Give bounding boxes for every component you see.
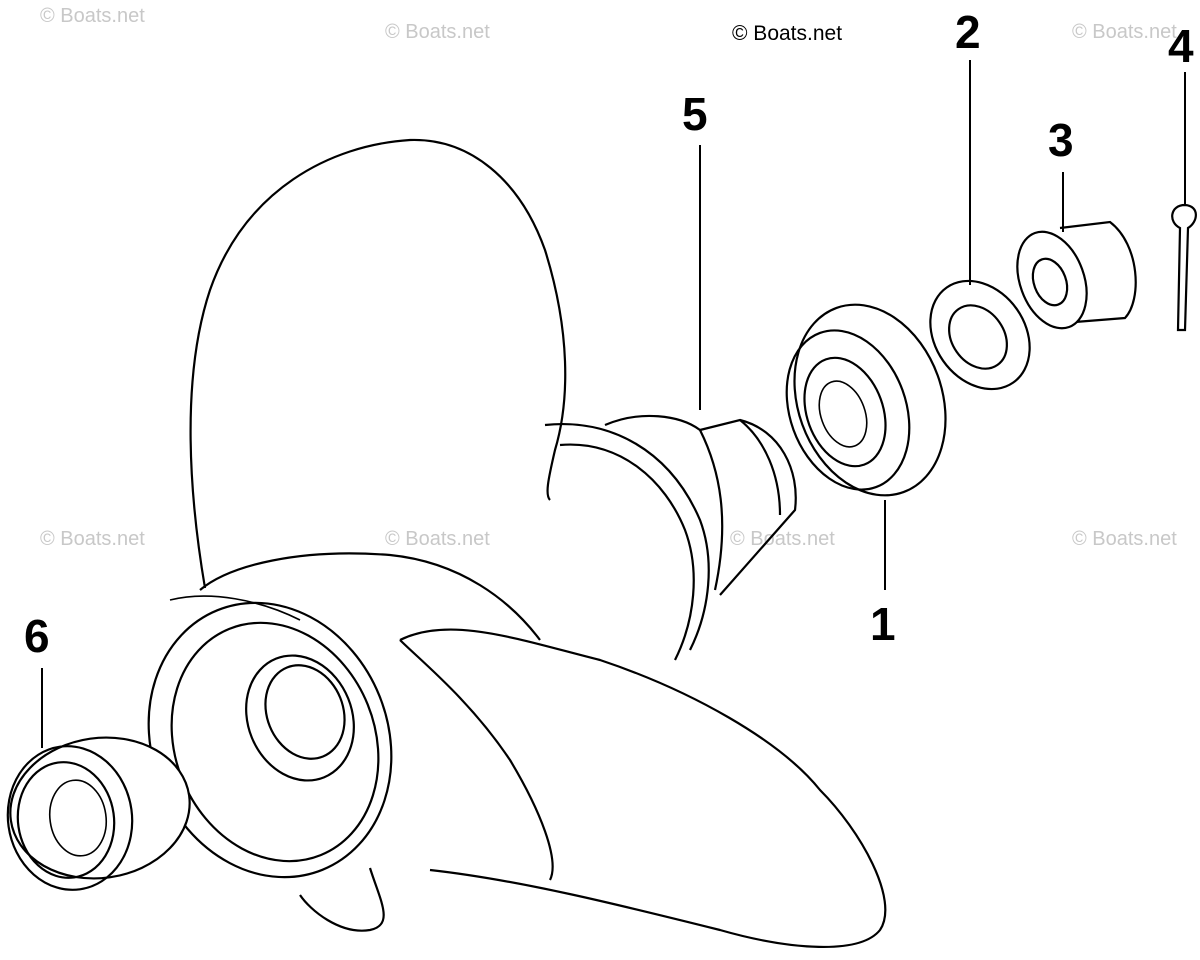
propeller-face-rim (170, 621, 380, 863)
castle-nut-bore (1031, 257, 1069, 307)
spacer-spline (48, 779, 108, 857)
propeller-hub-small-step (739, 419, 782, 516)
watermark-mid-left: © Boats.net (40, 528, 145, 550)
propeller-blade-crease (399, 639, 554, 881)
propeller-upper-blade (189, 138, 567, 589)
propeller-face-outer (147, 601, 393, 879)
callout-6: 6 (24, 610, 50, 662)
spacer-rim (16, 761, 116, 879)
thrust-hub-rim (785, 329, 911, 491)
watermark-mid-center: © Boats.net (385, 528, 490, 550)
watermark-top-right: © Boats.net (1072, 21, 1177, 43)
callout-1: 1 (870, 598, 896, 650)
propeller-back-blade (299, 867, 385, 932)
watermark-top-center: © Boats.net (385, 21, 490, 43)
callout-4: 4 (1168, 20, 1194, 72)
part-6-spacer (6, 736, 191, 891)
watermark-top-left: © Boats.net (40, 5, 145, 27)
propeller-face-line (169, 595, 301, 621)
part-2-washer (929, 279, 1031, 391)
propeller-hub-step (699, 429, 724, 591)
propeller-hub-upper-line (544, 423, 710, 651)
spacer-outer (9, 736, 191, 880)
propeller-bore-inner (264, 664, 346, 760)
watermark-layer: © Boats.net © Boats.net © Boats.net © Bo… (40, 5, 1177, 550)
part-1-thrust-hub (785, 303, 947, 497)
leader-lines (41, 60, 1186, 748)
callout-3: 3 (1048, 114, 1074, 166)
propeller-lower-blade (399, 628, 887, 948)
washer-inner (948, 304, 1008, 370)
washer-outer (929, 279, 1031, 391)
propeller-hub-top (199, 552, 541, 641)
part-4-cotter-pin (1171, 203, 1197, 332)
callout-5: 5 (682, 88, 708, 140)
cotter-pin (1171, 203, 1197, 332)
propeller-bore-outer (245, 654, 355, 782)
callout-numbers: 1 2 3 4 5 6 (24, 6, 1194, 662)
watermark-far-right: © Boats.net (1072, 528, 1177, 550)
thrust-hub-bore (803, 356, 887, 468)
propeller-hub-ring (559, 443, 695, 661)
callout-2: 2 (955, 6, 981, 58)
thrust-hub-spline (818, 380, 868, 448)
part-3-castle-nut (1016, 220, 1137, 330)
watermark-header: © Boats.net (732, 22, 842, 45)
castle-nut-face (1016, 230, 1088, 330)
watermark-mid-right: © Boats.net (730, 528, 835, 550)
spacer-face (6, 745, 134, 891)
